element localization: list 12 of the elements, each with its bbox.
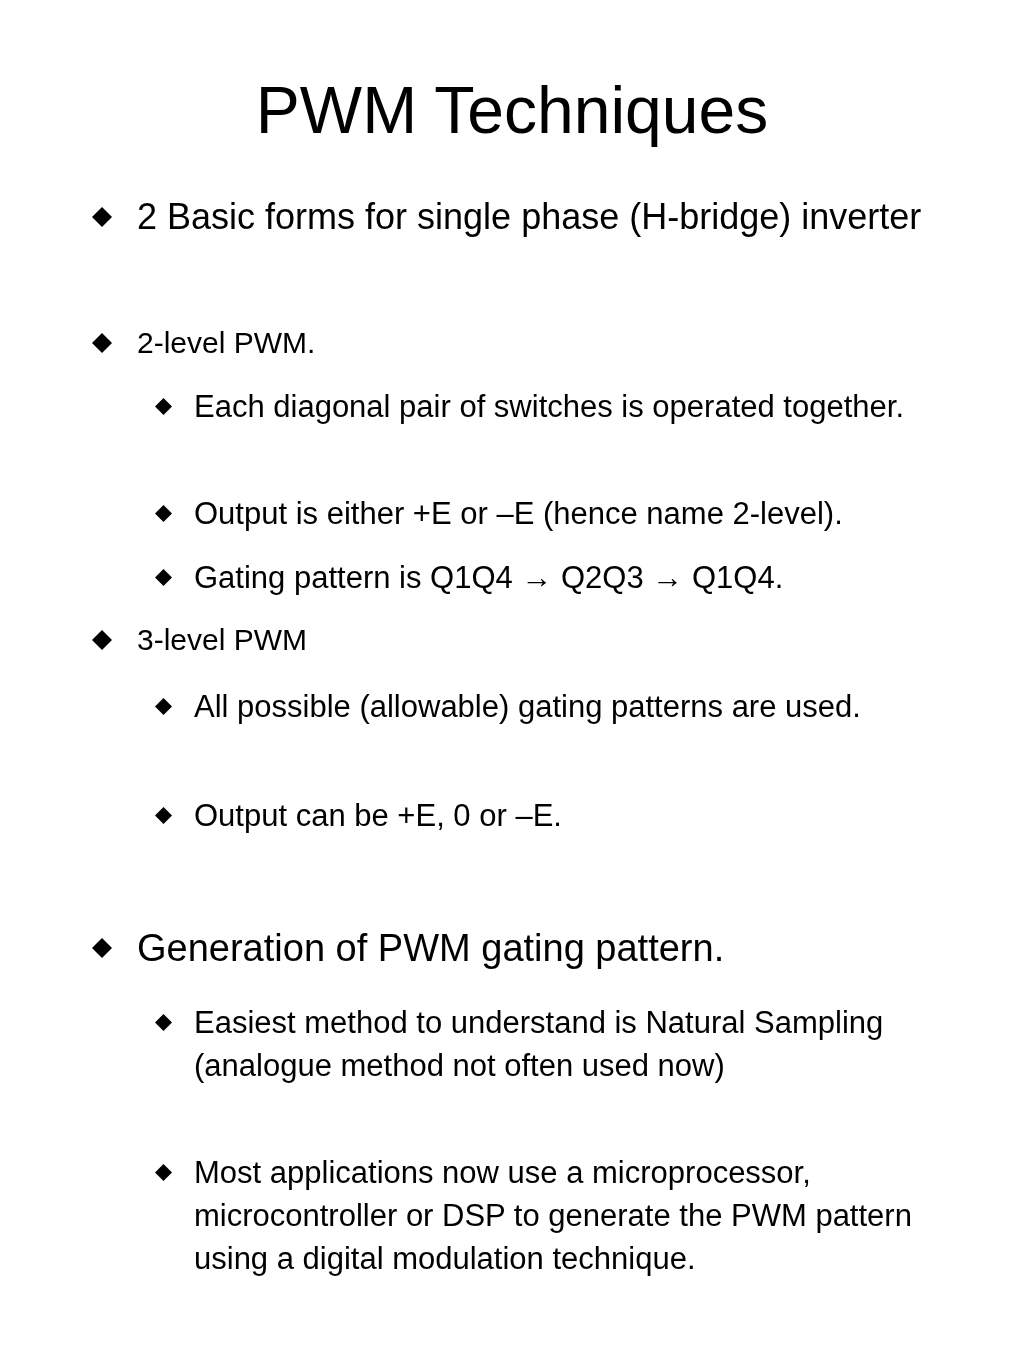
bullet-text: All possible (allowable) gating patterns are used. bbox=[194, 688, 862, 726]
bullet-text: Gating pattern is Q1Q4 → Q2Q3 → Q1Q4. bbox=[194, 559, 785, 597]
bullet-text: Each diagonal pair of switches is operated together. bbox=[194, 388, 905, 426]
bullet-text: 2 Basic forms for single phase (H-bridge) inverter bbox=[137, 195, 923, 239]
bullet-text: Most applications now use a microprocessor, microcontroller or DSP to generate the PWM pattern using a digital modulation technique. bbox=[194, 1154, 913, 1278]
bullet-text: Generation of PWM gating pattern. bbox=[137, 926, 726, 971]
bullet-text: Output can be +E, 0 or –E. bbox=[194, 797, 563, 835]
bullet-text: Easiest method to understand is Natural Sampling (analogue method not often used now) bbox=[194, 1004, 885, 1085]
bullet-text: 3-level PWM bbox=[137, 622, 309, 658]
slide-title: PWM Techniques bbox=[254, 72, 770, 149]
bullet-text: Output is either +E or –E (hence name 2-level). bbox=[194, 495, 844, 533]
bullet-text: 2-level PWM. bbox=[137, 325, 317, 361]
